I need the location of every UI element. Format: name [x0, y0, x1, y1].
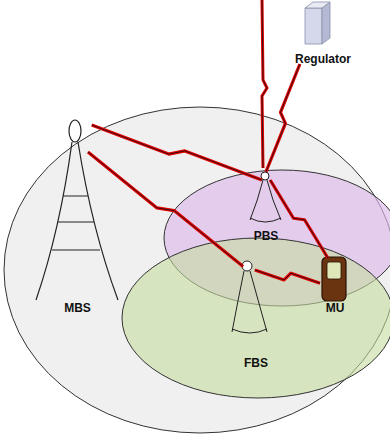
pbs-tower [250, 172, 281, 222]
regulator-cube [305, 2, 330, 44]
mobile-user: MU [318, 255, 352, 315]
backhaul-link [262, 0, 267, 168]
macro-coverage [4, 107, 390, 433]
wireless-link [255, 270, 320, 283]
regulator-node: Regulator [290, 0, 356, 66]
node-label: MBS [64, 301, 91, 315]
wireless-link [270, 180, 328, 258]
mbs-tower [36, 120, 118, 300]
wireless-link [92, 125, 262, 180]
pico-base-station: PBS [240, 168, 292, 243]
mobile-phone [322, 257, 346, 301]
wireless-link [266, 64, 300, 172]
node-label: PBS [254, 229, 279, 243]
node-label: FBS [244, 356, 268, 370]
wireless-link [88, 152, 243, 267]
femto-coverage [122, 238, 390, 398]
node-label: Regulator [295, 52, 351, 66]
femto-base-station: FBS [228, 255, 284, 370]
macro-base-station: MBS [30, 115, 125, 315]
node-label: MU [326, 301, 345, 315]
